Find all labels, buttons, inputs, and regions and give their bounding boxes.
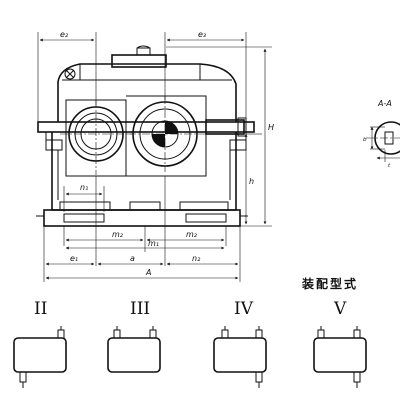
variant-ii-label: II	[34, 299, 47, 319]
dimensions: e₂ e₃ H h n₁ m₂ m₂ m₁ e₁	[37, 30, 274, 282]
variant-iii-label: III	[130, 299, 150, 319]
dim-t: t	[388, 163, 391, 169]
variant-v-label: V	[333, 299, 347, 319]
shaft-section: A-A b t	[363, 99, 400, 169]
dim-e1: e₁	[70, 254, 78, 263]
section-label: A-A	[377, 99, 392, 108]
reducer-body	[36, 45, 255, 227]
dim-m2-right: m₂	[186, 230, 198, 239]
variant-iv-label: IV	[234, 299, 254, 319]
parting-flange	[37, 121, 255, 133]
dim-e2: e₂	[60, 30, 69, 39]
dim-b: b	[363, 137, 367, 143]
dim-h: h	[249, 177, 254, 186]
dim-n1: n₁	[80, 183, 88, 192]
dim-m2-left: m₂	[112, 230, 124, 239]
base-foot	[43, 209, 241, 227]
variant-ii: II	[13, 299, 67, 388]
variant-iv: IV	[213, 299, 267, 388]
dim-e3: e₃	[198, 30, 206, 39]
variant-iii: III	[107, 299, 161, 373]
dim-n2: n₂	[192, 254, 201, 263]
dim-A: A	[145, 268, 151, 277]
assembly-type-title: 装配型式	[301, 276, 358, 291]
upper-housing	[57, 63, 237, 122]
dim-m1: m₁	[148, 239, 159, 248]
variant-v: V	[313, 299, 367, 388]
lower-housing	[51, 132, 237, 211]
output-shaft	[205, 119, 245, 135]
dim-H: H	[268, 123, 274, 132]
top-lid	[111, 54, 167, 68]
dim-a: a	[130, 254, 135, 263]
lifting-lug-icon	[64, 68, 76, 80]
